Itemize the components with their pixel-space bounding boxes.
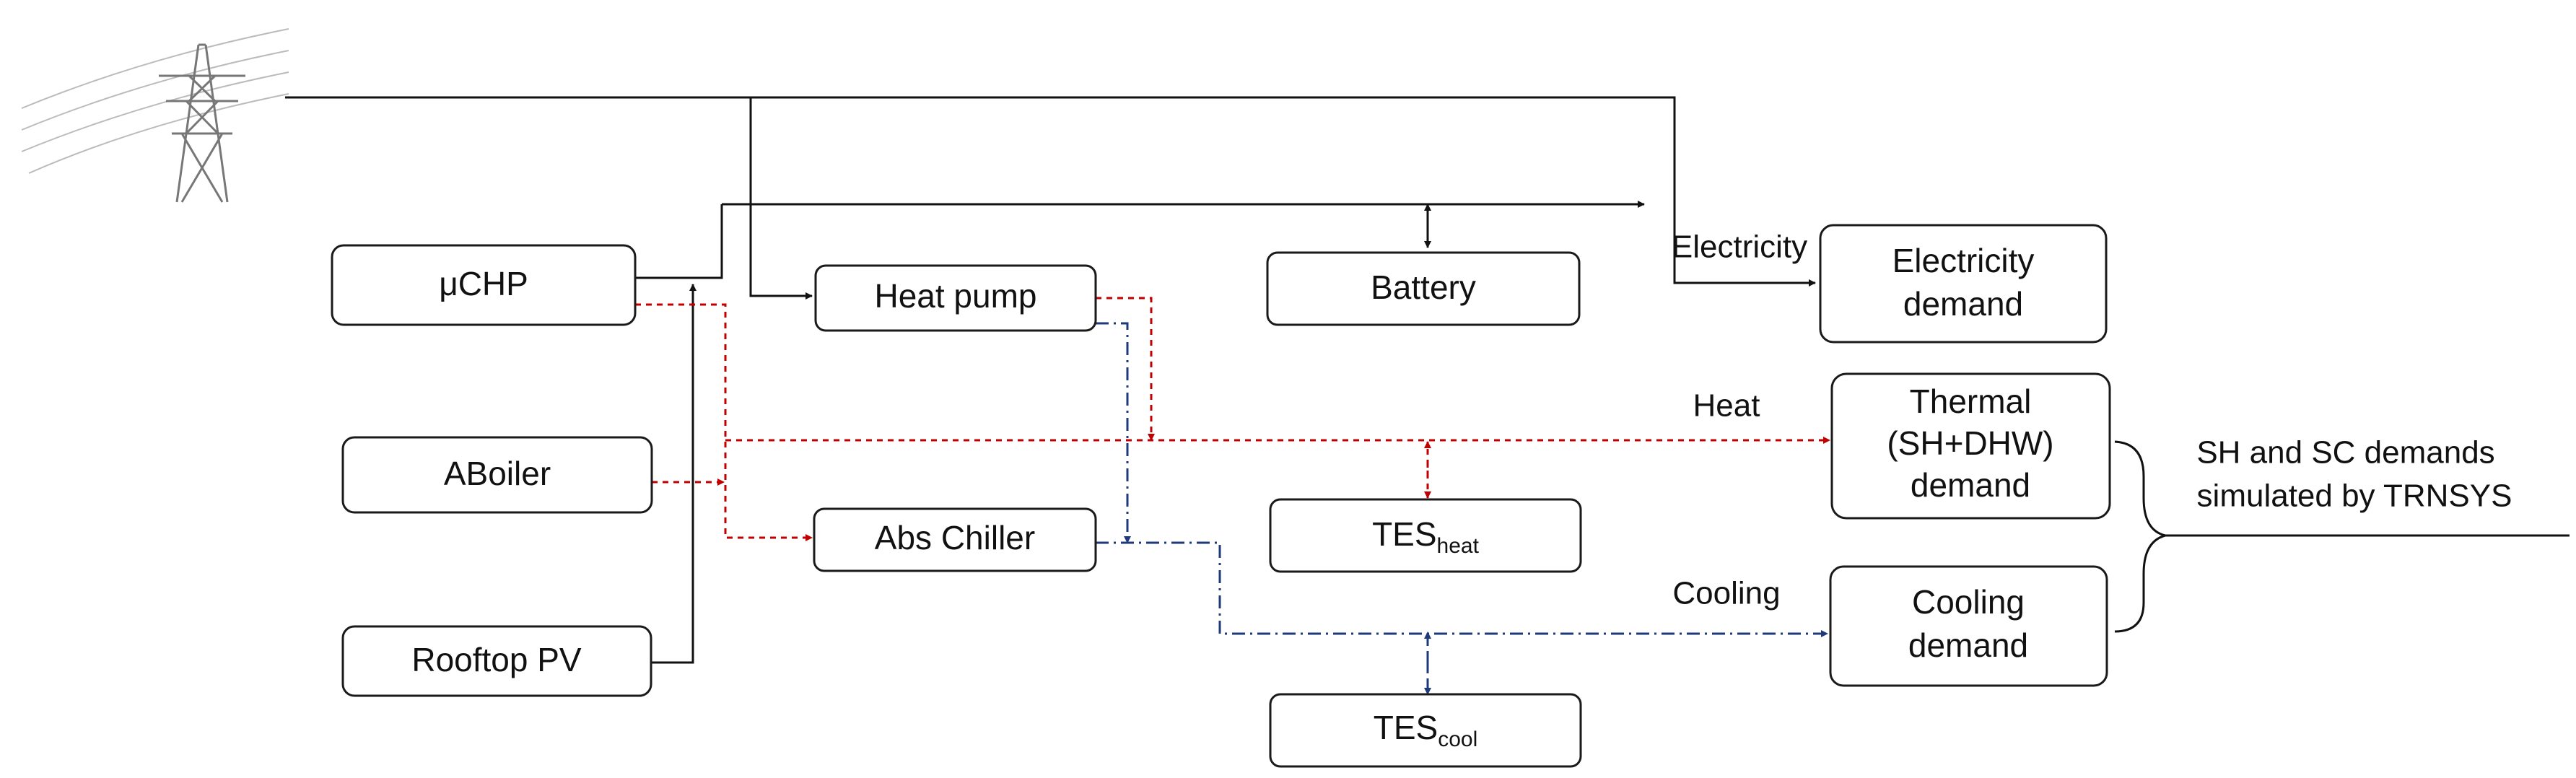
thermal-demand-line1: Thermal bbox=[1910, 383, 2032, 420]
cooling-flow-label: Cooling bbox=[1672, 576, 1780, 611]
cooling-demand-line2: demand bbox=[1908, 626, 2028, 664]
thermal-demand-line3: demand bbox=[1911, 466, 2030, 504]
electricity-flows bbox=[285, 96, 1816, 664]
cooling-demand-line1: Cooling bbox=[1912, 583, 2025, 621]
annotation-line2: simulated by TRNSYS bbox=[2197, 478, 2512, 514]
cooling-demand-box: Cooling demand bbox=[1829, 565, 2108, 687]
battery-label: Battery bbox=[1371, 268, 1476, 306]
electricity-demand-line2: demand bbox=[1903, 285, 2023, 323]
uchp-label: μCHP bbox=[439, 265, 528, 302]
abs-chiller-box: Abs Chiller bbox=[813, 507, 1097, 572]
tes-cool-main: TES bbox=[1374, 709, 1438, 746]
aboiler-box: ABoiler bbox=[341, 436, 653, 514]
uchp-box: μCHP bbox=[331, 244, 637, 326]
power-transmission-tower-icon bbox=[21, 28, 289, 203]
thermal-demand-box: Thermal (SH+DHW) demand bbox=[1830, 372, 2111, 520]
annotation-line1: SH and SC demands bbox=[2196, 435, 2494, 471]
tes-heat-main: TES bbox=[1372, 515, 1436, 553]
cooling-flows bbox=[1096, 322, 1828, 695]
aboiler-label: ABoiler bbox=[444, 455, 551, 492]
battery-box: Battery bbox=[1266, 251, 1581, 326]
tes-heat-subscript: heat bbox=[1437, 534, 1480, 558]
electricity-demand-box: Electricity demand bbox=[1819, 224, 2108, 344]
thermal-demand-line2: (SH+DHW) bbox=[1887, 424, 2053, 462]
heat-flow-label: Heat bbox=[1693, 388, 1760, 424]
heat-pump-box: Heat pump bbox=[814, 264, 1097, 332]
tes-heat-box: TESheat bbox=[1269, 498, 1582, 573]
electricity-flow-label: Electricity bbox=[1672, 230, 1807, 265]
demand-brace bbox=[2114, 440, 2166, 633]
heat-flows bbox=[635, 297, 1830, 541]
svg-text:TESheat: TESheat bbox=[1372, 515, 1480, 558]
rooftop-pv-label: Rooftop PV bbox=[411, 641, 582, 678]
tes-cool-subscript: cool bbox=[1438, 727, 1477, 751]
heat-pump-label: Heat pump bbox=[874, 277, 1036, 315]
abs-chiller-label: Abs Chiller bbox=[875, 519, 1035, 556]
rooftop-pv-box: Rooftop PV bbox=[341, 625, 652, 697]
tes-cool-box: TEScool bbox=[1269, 693, 1582, 768]
electricity-demand-line1: Electricity bbox=[1892, 242, 2035, 279]
svg-text:TEScool: TEScool bbox=[1374, 709, 1478, 751]
